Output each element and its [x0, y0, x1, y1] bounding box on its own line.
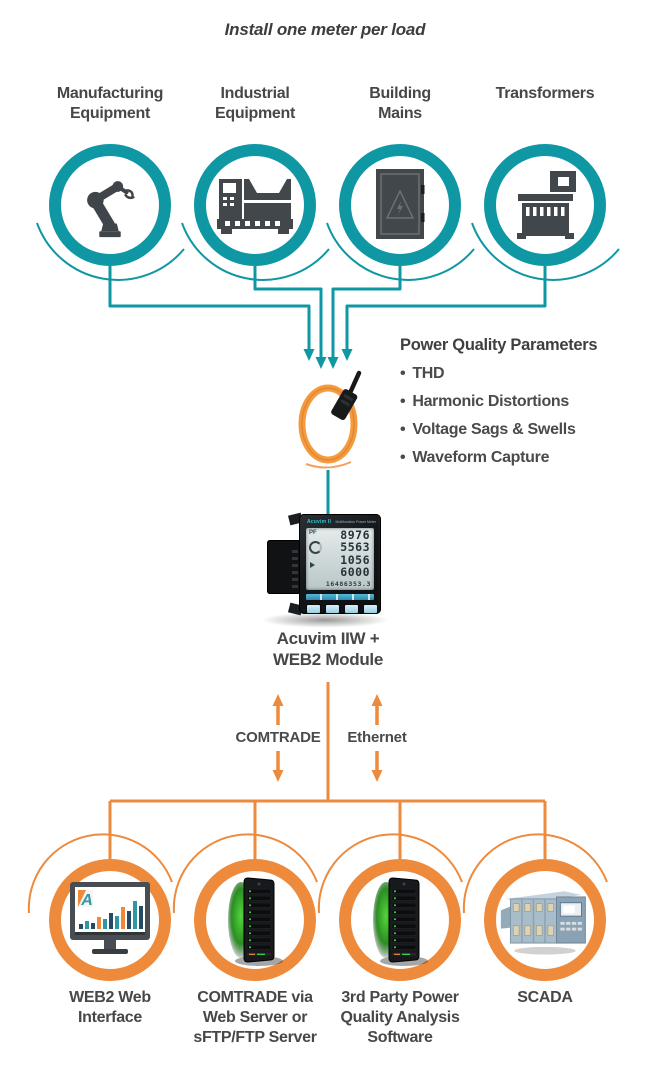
diagram-title: Install one meter per load: [224, 20, 426, 39]
output-circle-comtrade-server: [194, 859, 316, 981]
bullet-glyph: •: [400, 449, 406, 466]
meter-model-text: Multifunction Power Meter: [335, 520, 376, 524]
source-label-building-mains: Building Mains: [369, 85, 431, 122]
lcd-pointer-icon: [310, 562, 315, 568]
bullet-glyph: •: [400, 393, 406, 410]
source-circle-industrial: [194, 144, 316, 266]
pq-item-label: Harmonic Distortions: [412, 393, 570, 410]
plc-rack-icon: [500, 891, 586, 955]
electrical-panel-icon: [376, 169, 425, 239]
meter-brand-text: Acuvim II: [307, 519, 332, 525]
server-bays: [246, 888, 272, 950]
pq-item-label: Waveform Capture: [412, 449, 550, 466]
transformer-icon: [517, 171, 576, 239]
svg-text:A: A: [80, 892, 93, 909]
output-label-scada: SCADA: [517, 989, 573, 1006]
acuvim-meter-device: Acuvim II Multifunction Power Meter PF 8…: [255, 508, 401, 633]
source-label-industrial: Industrial Equipment: [215, 85, 295, 122]
output-circle-web2: A: [49, 859, 171, 981]
output-connectors: [108, 682, 547, 859]
robot-arm-icon: [87, 181, 135, 238]
output-circle-scada: [484, 859, 606, 981]
source-merge-arrows: [303, 349, 353, 369]
server-tower-icon: [373, 877, 428, 966]
lcd-energy-row: 16486353.3: [325, 580, 371, 588]
source-circle-manufacturing: [49, 144, 171, 266]
lcd-row: 1056: [340, 552, 370, 567]
pq-item-sags-swells: • Voltage Sags & Swells: [400, 420, 645, 439]
bullet-glyph: •: [400, 365, 406, 382]
pq-item-label: Voltage Sags & Swells: [412, 421, 576, 438]
pq-item-label: THD: [412, 365, 445, 382]
source-circle-transformers: [484, 144, 606, 266]
meter-front-panel: Acuvim II Multifunction Power Meter PF 8…: [299, 514, 381, 614]
lcd-row: 5563: [340, 540, 370, 555]
lcd-pf-indicator: PF: [309, 530, 317, 536]
pq-item-waveform: • Waveform Capture: [400, 448, 645, 467]
meter-button: [363, 604, 378, 614]
output-label-comtrade: COMTRADE via Web Server or sFTP/FTP Serv…: [193, 989, 317, 1046]
ethernet-label: Ethernet: [347, 729, 407, 746]
meter-caption: Acuvim IIW + WEB2 Module: [272, 629, 384, 669]
output-circle-3rd-party: [339, 859, 461, 981]
power-quality-panel: Power Quality Parameters • THD • Harmonic …: [400, 336, 645, 467]
module-pins: [292, 546, 298, 588]
web2-side-module: [267, 540, 301, 594]
lcd-readings: 8976 5563 1056 6000: [340, 529, 370, 579]
chart-bars: [79, 901, 143, 929]
output-label-3rd-party: 3rd Party Power Quality Analysis Softwar…: [340, 989, 460, 1046]
server-tower-icon: [228, 877, 283, 966]
terminal-blocks: [512, 903, 554, 936]
source-label-manufacturing: Manufacturing Equipment: [56, 85, 164, 122]
nav-strip-marks: [306, 594, 374, 600]
lcd-row: 6000: [340, 565, 370, 580]
power-quality-heading: Power Quality Parameters: [400, 336, 598, 354]
meter-buttons: [306, 604, 378, 614]
hmi-buttons: [560, 921, 582, 931]
source-label-transformers: Transformers: [495, 85, 595, 102]
pq-item-thd: • THD: [400, 364, 645, 383]
meter-button: [344, 604, 359, 614]
bullet-glyph: •: [400, 421, 406, 438]
meter-button: [325, 604, 340, 614]
lcd-row: 8976: [340, 528, 370, 542]
rogowski-coil-icon: [298, 370, 362, 469]
source-circle-building-mains: [339, 144, 461, 266]
pq-item-harmonic: • Harmonic Distortions: [400, 392, 645, 411]
comtrade-label: COMTRADE: [235, 729, 321, 746]
lcd-gauge-icon: [309, 541, 322, 554]
output-label-web2: WEB2 Web Interface: [69, 989, 151, 1026]
meter-lcd-display: PF 8976 5563 1056 6000 16486353.3: [306, 528, 374, 590]
monitor-chart-icon: A: [70, 882, 150, 954]
meter-nav-strip: [306, 594, 374, 600]
meter-shadow: [259, 612, 391, 628]
server-bays: [391, 888, 417, 950]
meter-button: [306, 604, 321, 614]
cnc-machine-icon: [217, 179, 293, 234]
